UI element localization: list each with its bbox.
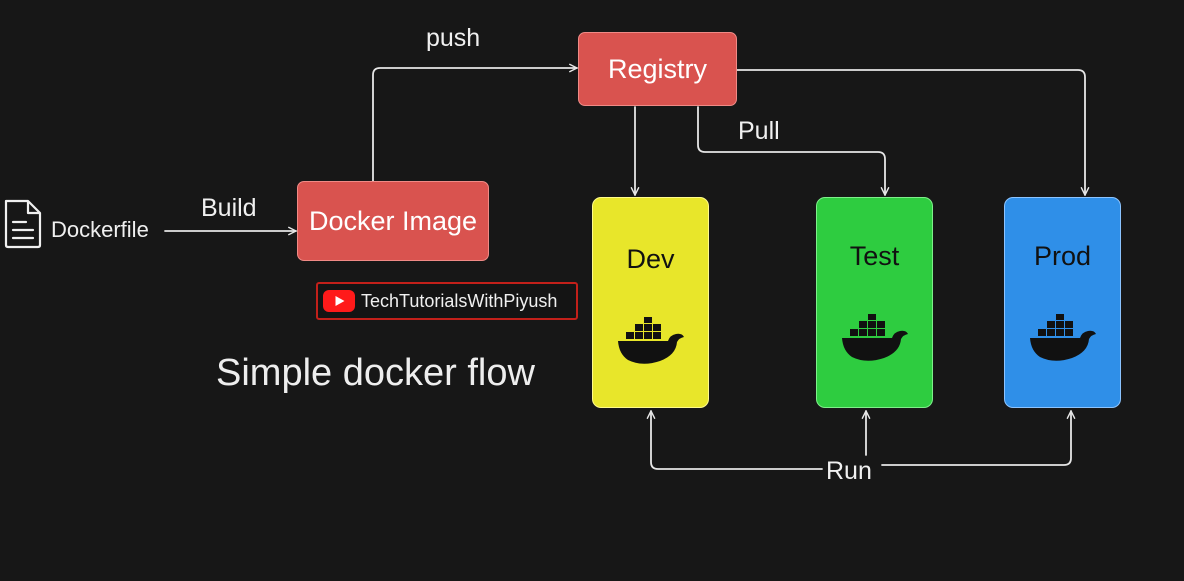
diagram-title: Simple docker flow — [216, 352, 535, 394]
watermark-badge: TechTutorialsWithPiyush — [316, 282, 578, 320]
dev-label: Dev — [626, 244, 675, 274]
dockerfile-label: Dockerfile — [51, 217, 149, 242]
push-label: push — [426, 24, 481, 52]
registry-label: Registry — [607, 53, 708, 84]
docker-whale-icon — [841, 314, 908, 361]
run-label: Run — [826, 457, 872, 485]
run-prod-arrow — [881, 410, 1076, 466]
youtube-logo-icon — [323, 290, 355, 312]
dev-node: Dev — [592, 197, 709, 408]
pull-prod-arrow — [736, 69, 1090, 196]
build-label: Build — [201, 194, 257, 222]
push-arrow — [372, 63, 578, 182]
test-label: Test — [849, 241, 900, 271]
pull-label: Pull — [738, 117, 780, 145]
prod-node: Prod — [1004, 197, 1121, 408]
run-dev-arrow — [646, 410, 823, 470]
file-icon — [4, 199, 42, 249]
pull-test-arrow — [697, 106, 890, 196]
docker-image-label: Docker Image — [308, 205, 478, 236]
docker-image-node: Docker Image — [297, 181, 489, 261]
registry-node: Registry — [578, 32, 737, 106]
docker-whale-icon — [617, 317, 684, 364]
test-node: Test — [816, 197, 933, 408]
prod-label: Prod — [1033, 241, 1092, 271]
watermark-text: TechTutorialsWithPiyush — [361, 290, 558, 311]
docker-whale-icon — [1029, 314, 1096, 361]
